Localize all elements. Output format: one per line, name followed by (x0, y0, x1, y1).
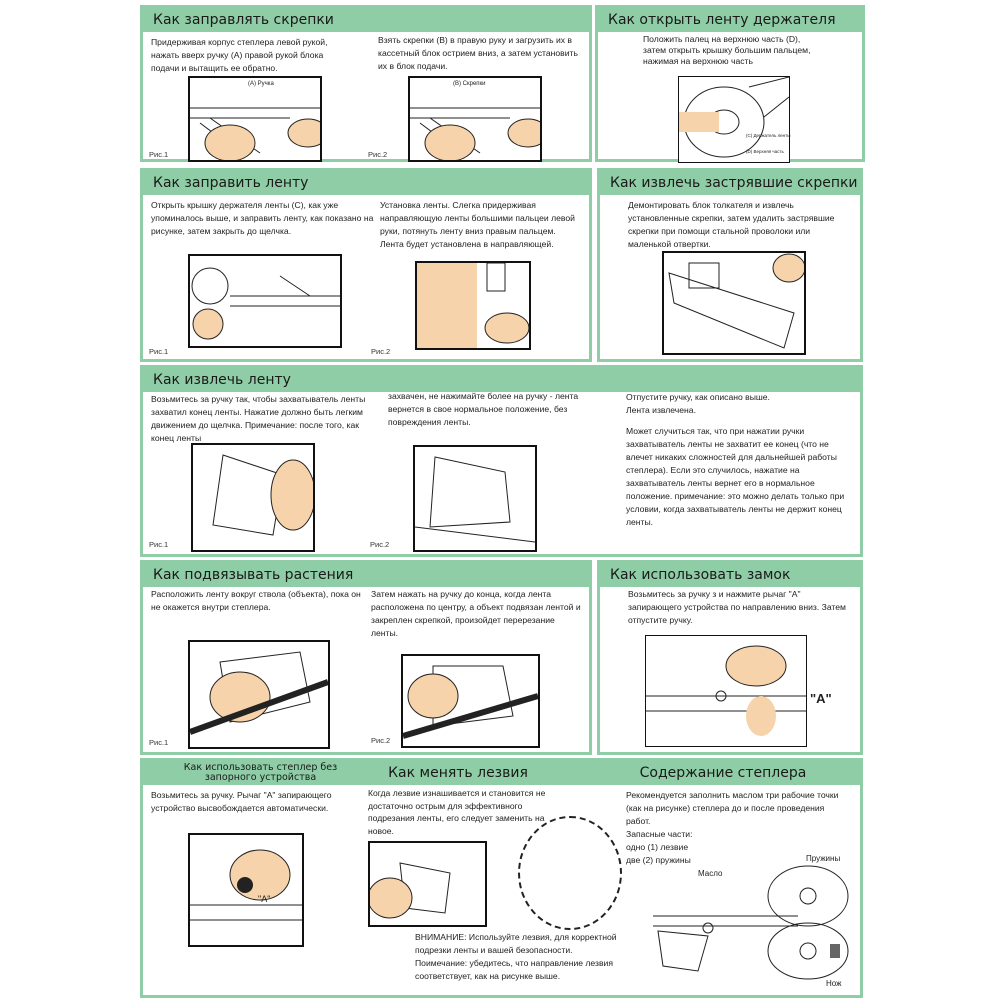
label-oil: Масло (698, 869, 723, 878)
instruction-text: Рекомендуется заполнить маслом три рабоч… (626, 790, 839, 826)
blade-detail-circle (518, 816, 622, 930)
section-title: Как заправить ленту (143, 171, 589, 195)
maintenance-diagram (653, 865, 849, 980)
instruction-text: Открыть крышку держателя ленты (C), как … (151, 200, 374, 236)
section-title: Как извлечь застрявшие скрепки (600, 171, 860, 195)
figure-caption: Рис.1 (149, 738, 169, 747)
note-text: Может случиться так, что при нажатии руч… (626, 426, 845, 527)
label-lever-a: "A" (810, 691, 832, 706)
spare-item: одно (1) лезвие (626, 842, 689, 852)
label-spring: Пружины (806, 854, 841, 863)
section-load-tape: Как заправить ленту Открыть крышку держа… (140, 168, 592, 362)
figure-caption: Рис.2 (370, 540, 390, 549)
section-tie-plants: Как подвязывать растения Расположить лен… (140, 560, 592, 755)
spares-title: Запасные части: (626, 829, 693, 839)
instruction-text: Демонтировать блок толкателя и извлечь у… (628, 200, 835, 249)
instruction-text: Расположить ленту вокруг ствола (объекта… (151, 589, 361, 612)
section-load-staples: Как заправлять скрепки Придерживая корпу… (140, 5, 592, 162)
section-title: Как извлечь ленту (143, 368, 860, 392)
illustration (188, 833, 304, 947)
section-remove-jammed-staples: Как извлечь застрявшие скрепки Демонтиро… (597, 168, 863, 362)
instruction-text: Когда лезвие изнашивается и становится н… (368, 788, 546, 836)
illustration (645, 635, 807, 747)
section-title-maintenance: Содержание степлера (639, 765, 807, 781)
label-top-part: (D) Верхняя часть (746, 149, 784, 154)
instruction-text: Возьмитесь за ручку так, чтобы захватыва… (151, 394, 366, 443)
instruction-text: Придерживая корпус степлера левой рукой,… (151, 37, 328, 73)
illustration (191, 443, 315, 552)
illustration (678, 76, 790, 163)
instruction-text: Установка ленты. Слегка придерживая напр… (380, 200, 575, 249)
label-staples: (B) Скрепки (453, 81, 486, 87)
instruction-text: Возьмитесь за ручку. Рычаг "A" запирающе… (151, 790, 332, 813)
section-title: Как использовать замок (600, 563, 860, 587)
illustration (401, 654, 540, 748)
illustration (368, 841, 487, 927)
section-remove-tape: Как извлечь ленту Возьмитесь за ручку та… (140, 365, 863, 557)
section-title: Как заправлять скрепки (143, 8, 589, 32)
section-title: Как открыть ленту держателя (598, 8, 862, 32)
instruction-text: Положить палец на верхнюю часть (D), зат… (643, 34, 811, 66)
figure-caption: Рис.1 (149, 540, 169, 549)
warning-text: ВНИМАНИЕ: Используйте лезвия, для коррек… (415, 932, 617, 981)
label-handle: (A) Ручка (248, 81, 274, 87)
illustration (662, 251, 806, 355)
label-knife: Нож (826, 979, 842, 988)
instruction-text: Взять скрепки (B) в правую руку и загруз… (378, 35, 578, 71)
section-bottom: Как использовать степлер без запорного у… (140, 758, 863, 998)
section-title-change-blades: Как менять лезвия (388, 765, 528, 781)
illustration (188, 254, 342, 348)
figure-caption: Рис.2 (368, 150, 388, 159)
illustration (415, 261, 531, 350)
figure-caption: Рис.1 (149, 347, 169, 356)
instruction-text: Затем нажать на ручку до конца, когда ле… (371, 589, 581, 638)
section-title-no-lock: Как использовать степлер без запорного у… (183, 762, 338, 783)
section-open-tape-holder: Как открыть ленту держателя Положить пал… (595, 5, 865, 163)
section-title: Как подвязывать растения (143, 563, 589, 587)
instruction-text: Отпустите ручку, как описано выше. Лента… (626, 392, 770, 415)
spare-item: две (2) пружины (626, 855, 691, 865)
figure-caption: Рис.2 (371, 347, 391, 356)
instruction-text: захвачен, не нажимайте более на ручку - … (388, 391, 579, 427)
header-bar (143, 761, 860, 785)
figure-caption: Рис.2 (371, 736, 391, 745)
figure-caption: Рис.1 (149, 150, 169, 159)
illustration (188, 640, 330, 749)
illustration (188, 76, 322, 162)
label-tape-holder: (C) Держатель ленты (746, 133, 791, 138)
illustration (413, 445, 537, 552)
section-use-lock: Как использовать замок Возьмитесь за руч… (597, 560, 863, 755)
illustration (408, 76, 542, 162)
label-lever-a: "A" (258, 894, 271, 904)
instruction-text: Возьмитесь за ручку з и нажмите рычаг "A… (628, 589, 846, 625)
